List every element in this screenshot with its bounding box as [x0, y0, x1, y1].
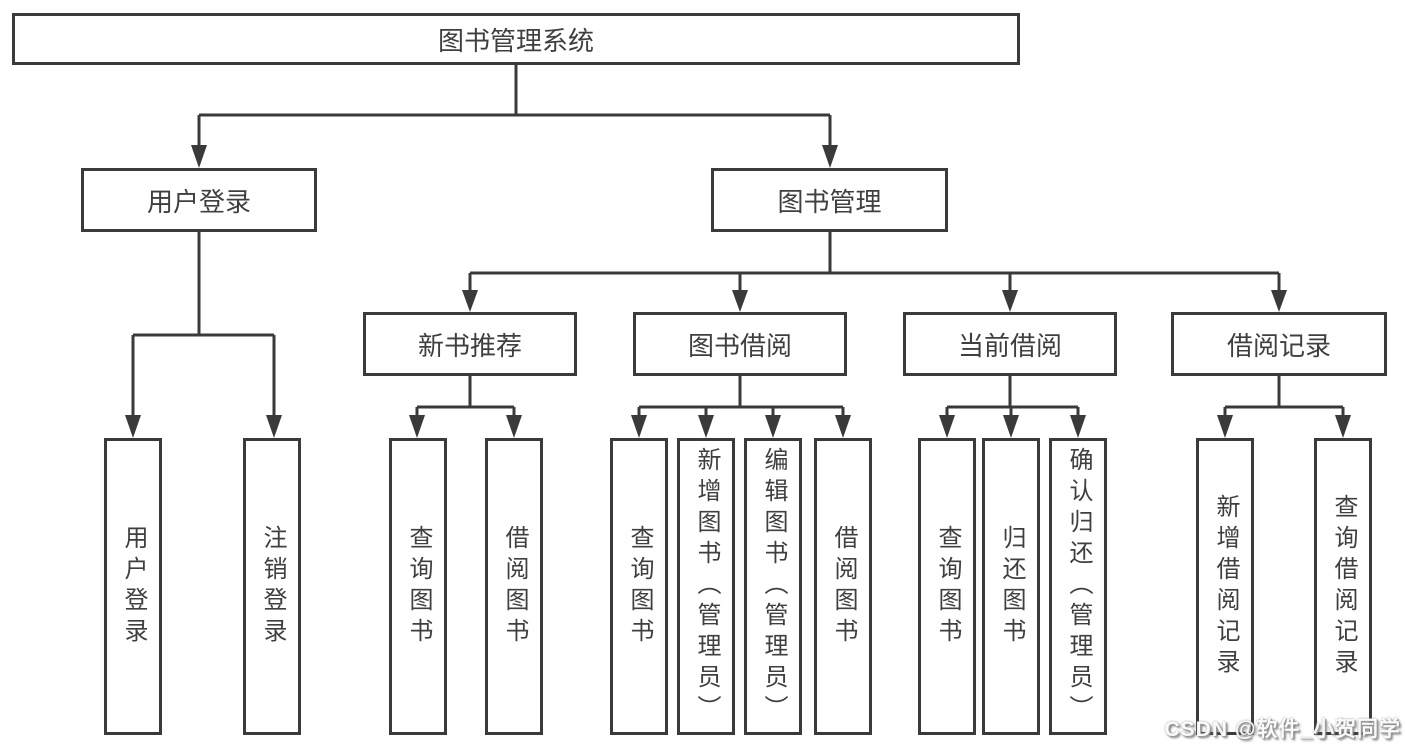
- arrow-icon: [1003, 415, 1019, 438]
- connector-root-to-level2: [197, 64, 832, 146]
- node-book-management: 图书管理: [711, 168, 948, 232]
- arrow-icon: [939, 415, 955, 438]
- connector-newbookrec-children: [415, 376, 516, 416]
- arrow-icon: [822, 145, 838, 168]
- connector-bookmgmt-to-level3: [468, 232, 1281, 290]
- node-leaf-query-books: 查询图书: [389, 438, 447, 735]
- arrow-icon: [191, 145, 207, 168]
- connector-userlogin-children: [131, 232, 276, 416]
- node-leaf-borrow-books: 借阅图书: [485, 438, 543, 735]
- arrow-icon: [732, 290, 748, 312]
- node-user-login: 用户登录: [81, 168, 317, 232]
- connector-currentborrow-children: [945, 376, 1080, 416]
- arrow-icon: [1002, 290, 1018, 312]
- arrow-icon: [462, 290, 478, 312]
- arrow-icon: [765, 415, 781, 438]
- connector-bookborrow-children: [637, 376, 845, 416]
- arrow-icon: [1070, 415, 1086, 438]
- node-book-borrowing: 图书借阅: [633, 312, 847, 376]
- node-leaf-query-books-3: 查询图书: [918, 438, 976, 735]
- node-leaf-borrow-books-2: 借阅图书: [814, 438, 872, 735]
- arrow-icon: [1271, 290, 1287, 312]
- node-library-management-system: 图书管理系统: [12, 13, 1020, 65]
- arrow-icon: [506, 415, 522, 438]
- node-borrowing-records: 借阅记录: [1171, 312, 1387, 376]
- node-leaf-add-books-admin: 新增图书（管理员）: [677, 438, 735, 735]
- arrow-icon: [409, 415, 425, 438]
- arrow-icon: [631, 415, 647, 438]
- node-leaf-logout: 注销登录: [243, 438, 301, 735]
- arrow-icon: [698, 415, 714, 438]
- node-leaf-return-books: 归还图书: [982, 438, 1040, 735]
- arrowheads: [125, 145, 1351, 438]
- csdn-watermark: CSDN @软件_小贺同学: [1164, 718, 1401, 741]
- connector-borrowrecords-children: [1223, 376, 1345, 416]
- node-leaf-add-borrow-record: 新增借阅记录: [1196, 438, 1254, 735]
- arrow-icon: [835, 415, 851, 438]
- arrow-icon: [266, 415, 282, 438]
- node-new-book-recommendation: 新书推荐: [363, 312, 577, 376]
- node-leaf-confirm-return-admin: 确认归还（管理员）: [1049, 438, 1107, 735]
- node-leaf-edit-books-admin: 编辑图书（管理员）: [744, 438, 802, 735]
- node-leaf-query-books-2: 查询图书: [610, 438, 668, 735]
- node-leaf-query-borrow-record: 查询借阅记录: [1314, 438, 1372, 735]
- arrow-icon: [1335, 415, 1351, 438]
- node-leaf-user-login: 用户登录: [104, 438, 162, 735]
- node-current-borrowing: 当前借阅: [903, 312, 1117, 376]
- arrow-icon: [125, 415, 141, 438]
- arrow-icon: [1217, 415, 1233, 438]
